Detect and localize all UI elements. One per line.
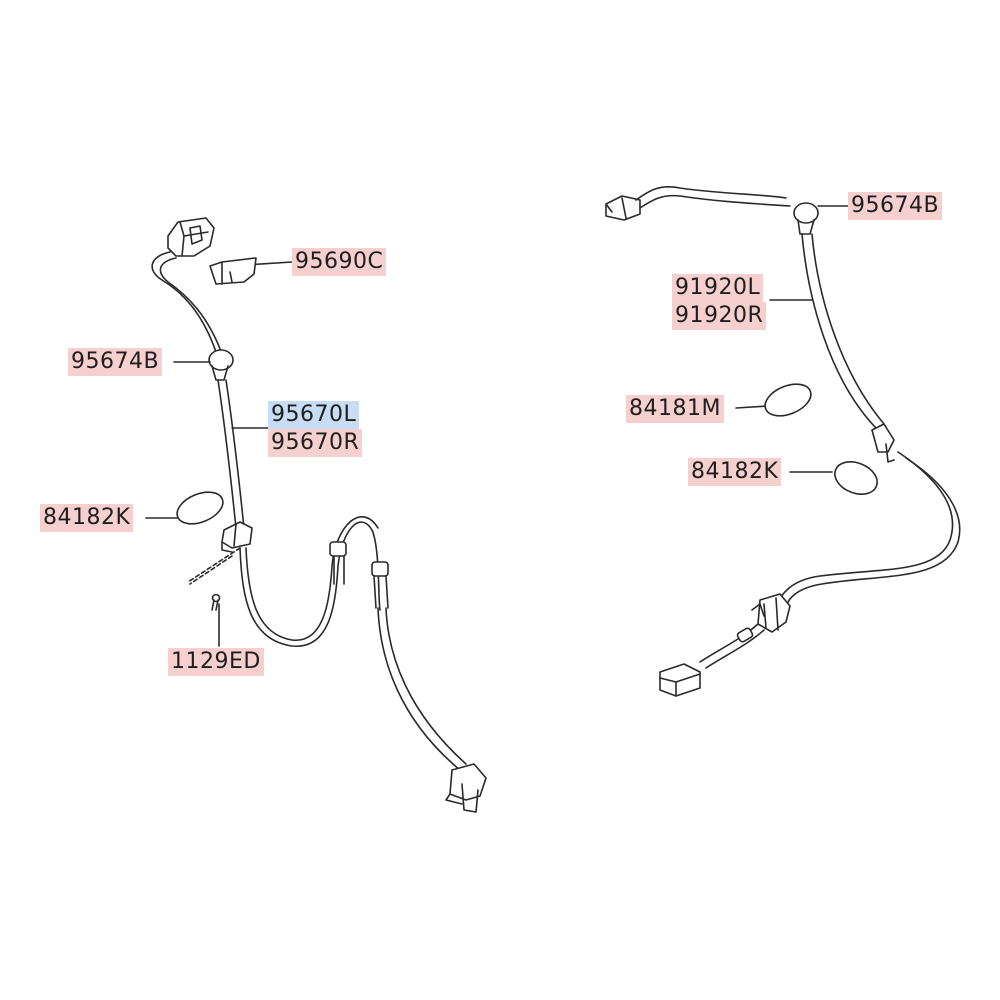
part-label-pad-k[interactable]: 84182K — [688, 458, 782, 486]
right-lower-clip — [751, 593, 791, 633]
part-label-harness-right[interactable]: 91920R — [672, 302, 767, 330]
right-pad-m-shape — [764, 383, 812, 417]
right-wheel-speed-sensor — [605, 185, 961, 697]
left-sensor-head — [445, 763, 487, 813]
clip-shape — [209, 257, 257, 285]
part-label-bolt[interactable]: 1129ED — [168, 648, 264, 676]
left-cable-sleeves — [329, 541, 389, 609]
left-wheel-speed-sensor — [145, 217, 487, 813]
part-label-left-pad[interactable]: 84182K — [40, 504, 134, 532]
left-pad-shape — [176, 491, 224, 525]
left-bracket — [221, 521, 253, 553]
right-sleeve — [736, 627, 754, 643]
bolt-shape — [211, 593, 221, 611]
part-label-clip[interactable]: 95690C — [292, 248, 387, 276]
part-label-sensor-right[interactable]: 95670R — [268, 429, 363, 457]
part-label-sensor-left[interactable]: 95670L — [268, 401, 360, 429]
part-label-right-grommet[interactable]: 95674B — [848, 192, 943, 220]
left-grommet-shape — [208, 349, 234, 381]
left-top-connector — [167, 217, 215, 257]
part-label-pad-m[interactable]: 84181M — [626, 395, 724, 423]
part-label-left-grommet[interactable]: 95674B — [68, 348, 163, 376]
right-pad-k-shape — [834, 461, 878, 495]
part-label-harness-left[interactable]: 91920L — [672, 274, 764, 302]
right-top-connector — [605, 195, 641, 221]
right-mid-clip — [871, 423, 895, 463]
right-bottom-connector — [659, 663, 701, 697]
right-grommet-shape — [793, 202, 819, 235]
